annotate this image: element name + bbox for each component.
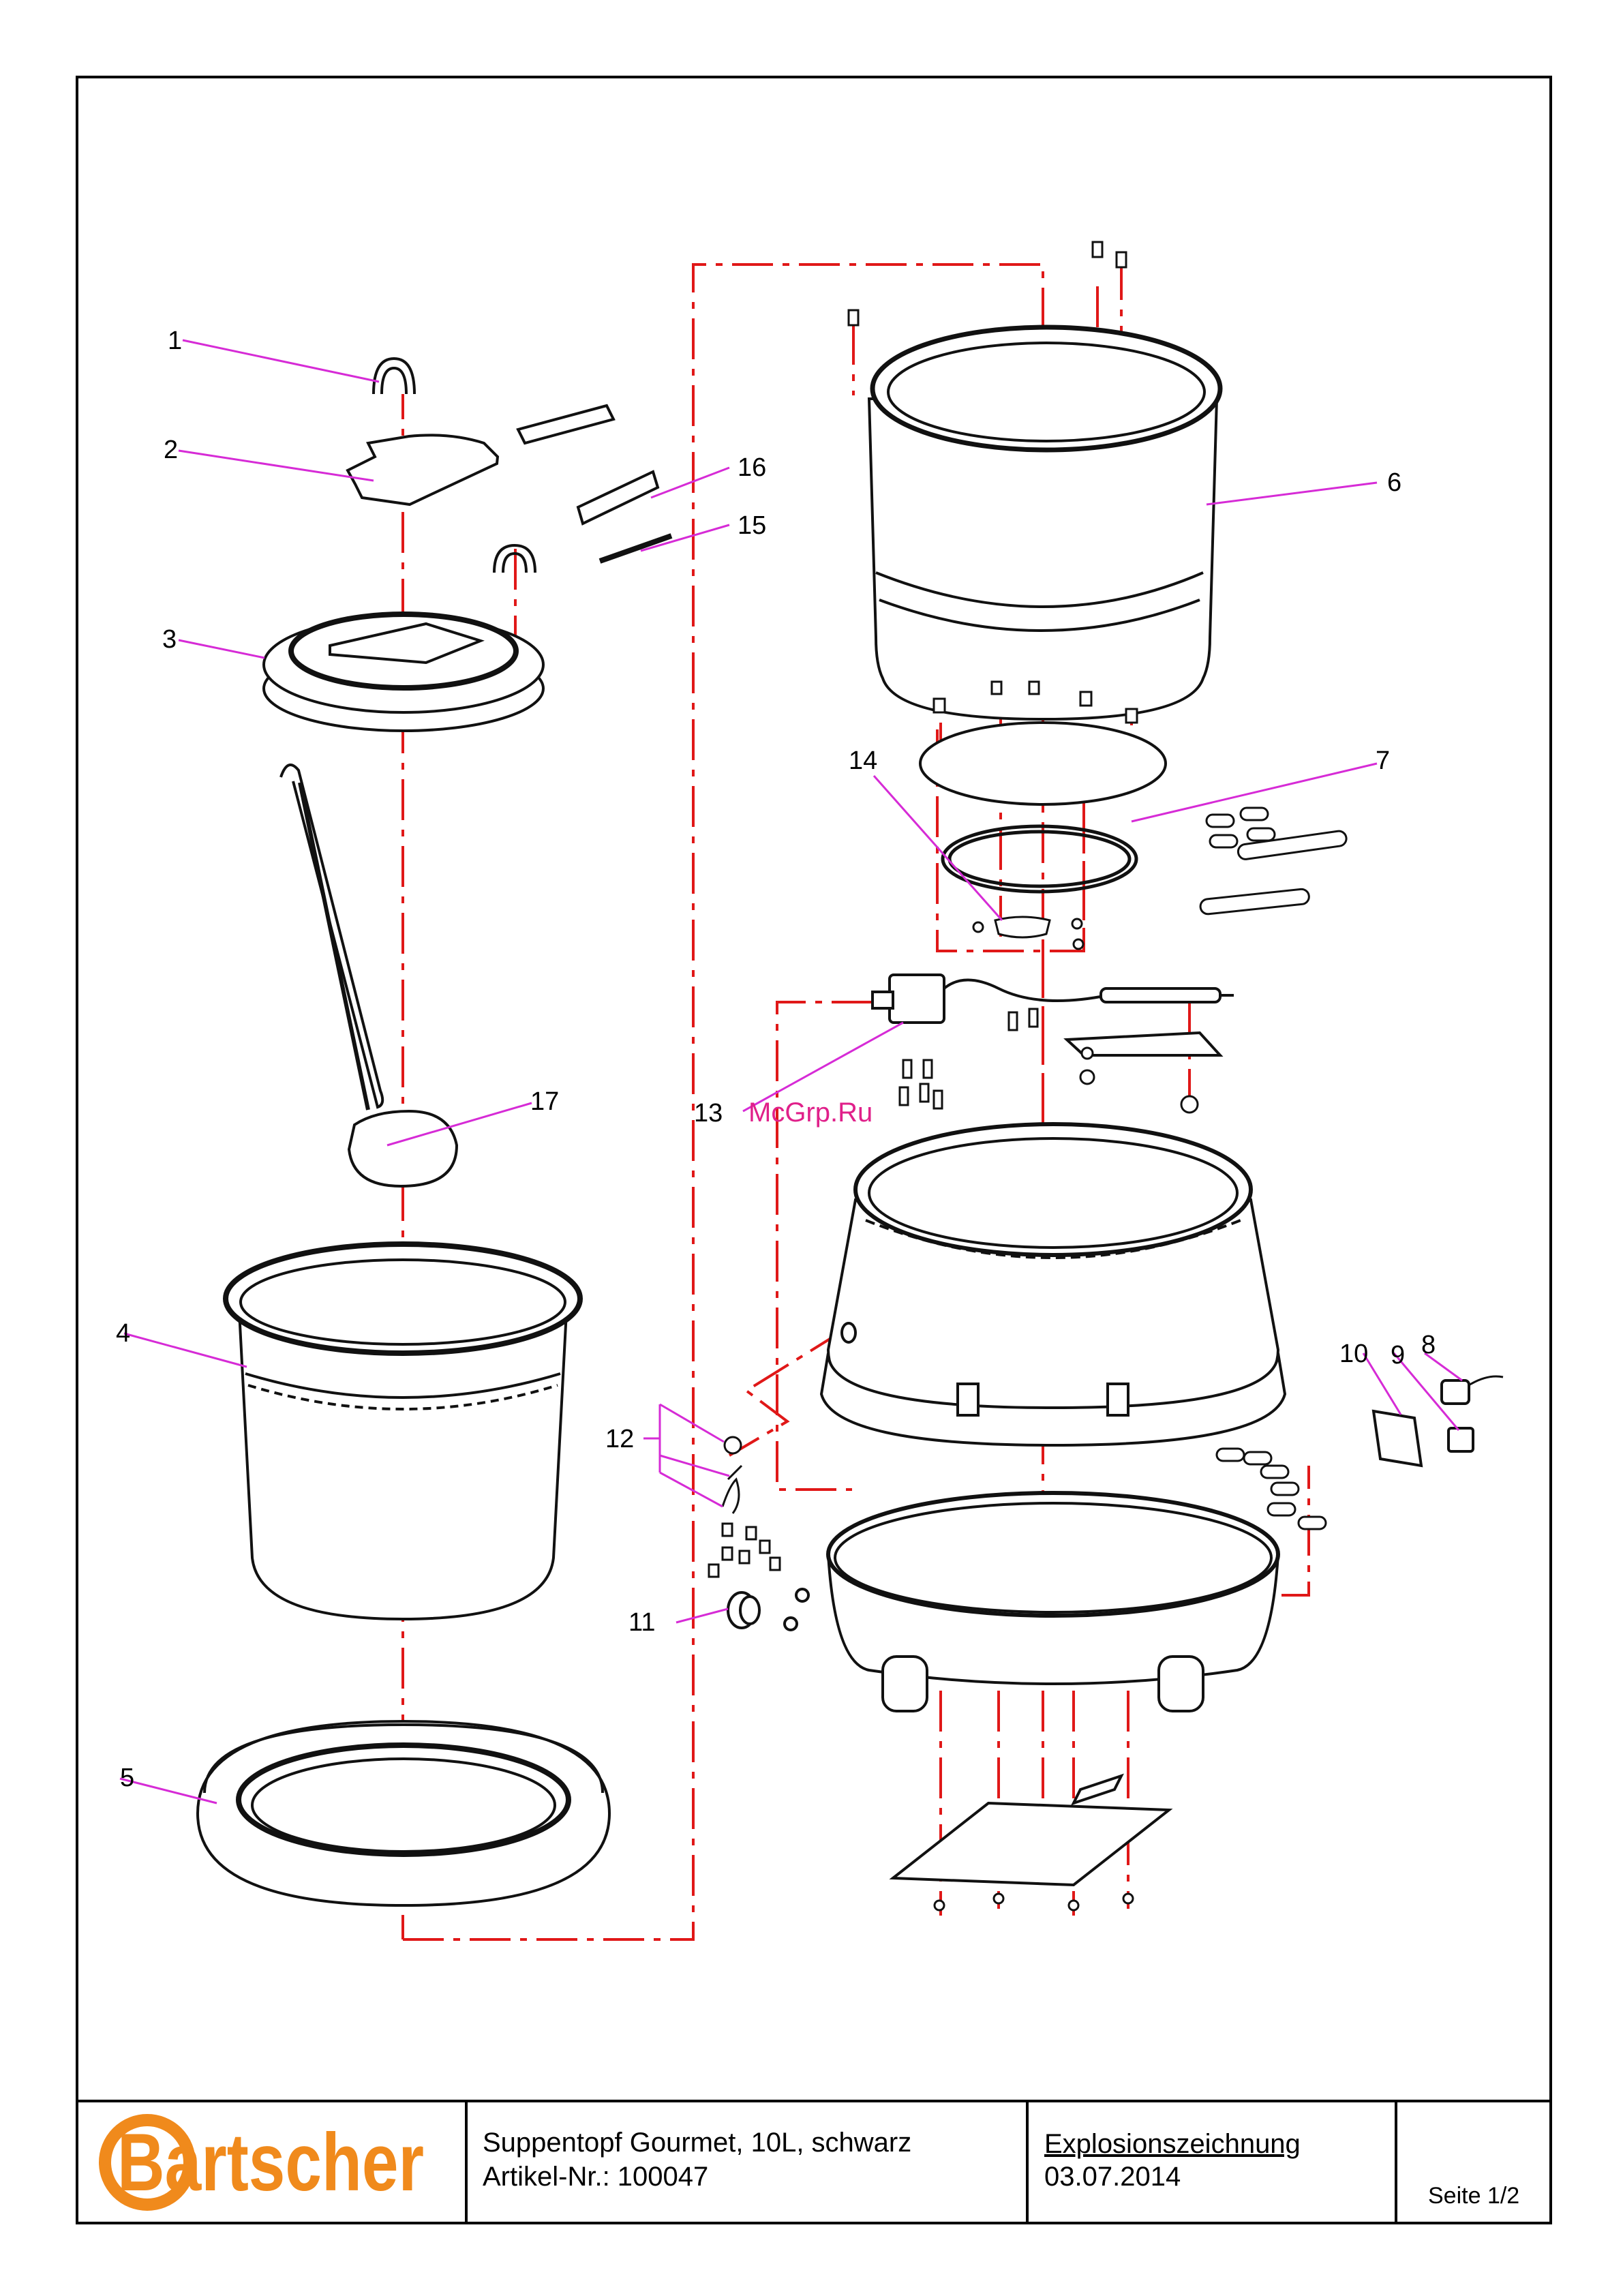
part-2-lid-cover [348, 435, 498, 504]
part-3-lid [264, 614, 543, 731]
part-13-controller [873, 975, 1234, 1113]
base-housing [828, 1493, 1278, 1711]
callout-6: 6 [1387, 468, 1401, 497]
callout-5: 5 [120, 1764, 134, 1792]
callout-15: 15 [738, 511, 766, 540]
drawing-frame [77, 77, 1551, 2223]
page-number: Seite 1/2 [1428, 2183, 1519, 2209]
product-name: Suppentopf Gourmet, 10L, schwarz [483, 2126, 911, 2160]
callout-13: 13 [694, 1099, 723, 1128]
part-4-inner-pot [226, 1244, 580, 1619]
part-1-lid-clip [374, 359, 414, 394]
part-11-grommet [728, 1589, 808, 1630]
callout-16: 16 [738, 453, 766, 482]
callout-3: 3 [162, 625, 177, 654]
part-15-pin [600, 536, 671, 561]
logo-text: Bartscher [117, 2117, 424, 2208]
part-17-ladle [281, 765, 457, 1186]
callout-17: 17 [530, 1087, 559, 1116]
callout-11: 11 [628, 1608, 655, 1637]
callout-8: 8 [1421, 1331, 1436, 1359]
bartscher-logo: Bartscher [105, 2117, 424, 2208]
screws-top [849, 242, 1126, 325]
callout-12: 12 [605, 1425, 634, 1453]
housing-body [821, 1124, 1285, 1445]
part-16-hinge-plates [518, 406, 658, 524]
callout-7: 7 [1376, 746, 1390, 775]
part-7-heating-element [943, 808, 1348, 915]
part-12-indicator [709, 1437, 780, 1577]
drawing-type: Explosionszeichnung [1044, 2127, 1301, 2161]
callout-10: 10 [1339, 1340, 1368, 1368]
callout-9: 9 [1391, 1341, 1405, 1370]
article-number: Artikel-Nr.: 100047 [483, 2160, 708, 2194]
part-6-cooking-pot [869, 327, 1220, 719]
callout-14: 14 [849, 746, 877, 775]
callout-2: 2 [164, 436, 178, 464]
watermark-text: McGrp.Ru [748, 1098, 873, 1128]
part-5-base-ring [198, 1721, 609, 1905]
callout-1: 1 [168, 327, 182, 355]
drawing-date: 03.07.2014 [1044, 2160, 1181, 2194]
callout-4: 4 [116, 1319, 130, 1348]
part-14-thermostat [973, 917, 1083, 949]
